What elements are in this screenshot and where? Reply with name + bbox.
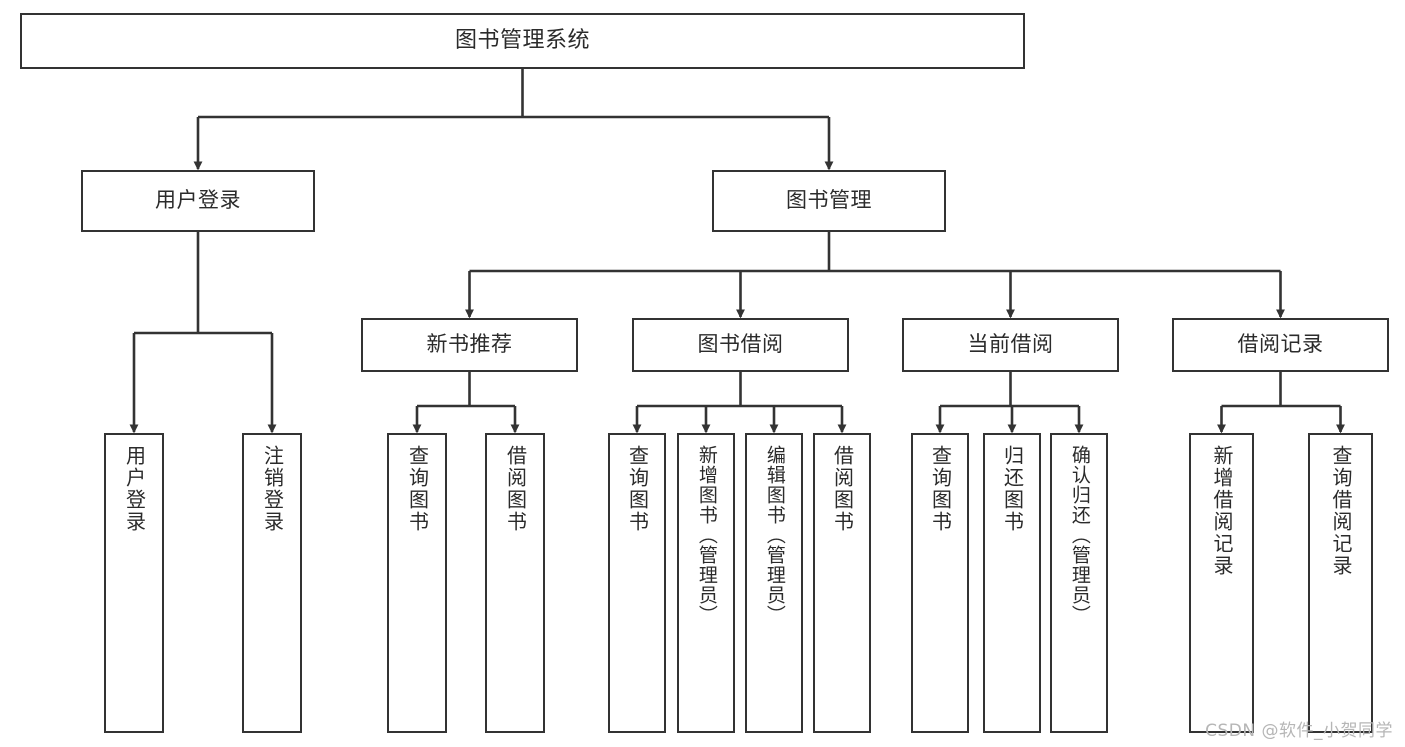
node-label: 查询图书 — [928, 445, 953, 533]
node-label: 查询图书 — [625, 445, 650, 533]
node-label: 图书管理系统 — [454, 27, 590, 53]
node-l3e1[interactable]: 新增借阅记录 — [1189, 433, 1254, 733]
node-label: 借阅记录 — [1237, 332, 1324, 357]
node-label: 当前借阅 — [967, 332, 1054, 357]
node-l1a[interactable]: 用户登录 — [81, 170, 315, 232]
node-label: 借阅图书 — [830, 445, 855, 533]
node-label: 编辑图书（管理员） — [763, 445, 786, 625]
node-label: 新增图书（管理员） — [695, 445, 718, 625]
node-l3a2[interactable]: 注销登录 — [242, 433, 302, 733]
node-l2b[interactable]: 图书借阅 — [632, 318, 849, 372]
node-root[interactable]: 图书管理系统 — [20, 13, 1025, 69]
node-l3a1[interactable]: 用户登录 — [104, 433, 164, 733]
node-label: 新增借阅记录 — [1210, 445, 1234, 577]
node-l3d2[interactable]: 归还图书 — [983, 433, 1041, 733]
node-l1b[interactable]: 图书管理 — [712, 170, 946, 232]
node-label: 注销登录 — [260, 445, 285, 533]
node-l3b2[interactable]: 借阅图书 — [485, 433, 545, 733]
node-l3b1[interactable]: 查询图书 — [387, 433, 447, 733]
watermark-label: CSDN @软件_小贺同学 — [1205, 721, 1393, 741]
node-l3c3[interactable]: 编辑图书（管理员） — [745, 433, 803, 733]
node-l3c2[interactable]: 新增图书（管理员） — [677, 433, 735, 733]
node-l3d1[interactable]: 查询图书 — [911, 433, 969, 733]
node-label: 归还图书 — [1000, 445, 1025, 533]
node-l2a[interactable]: 新书推荐 — [361, 318, 578, 372]
node-label: 借阅图书 — [503, 445, 528, 533]
node-label: 用户登录 — [122, 445, 147, 533]
node-l3c1[interactable]: 查询图书 — [608, 433, 666, 733]
node-label: 新书推荐 — [426, 332, 513, 357]
node-label: 图书管理 — [786, 188, 872, 213]
node-l2c[interactable]: 当前借阅 — [902, 318, 1119, 372]
node-l3e2[interactable]: 查询借阅记录 — [1308, 433, 1373, 733]
node-l3c4[interactable]: 借阅图书 — [813, 433, 871, 733]
node-label: 用户登录 — [155, 188, 241, 213]
node-l3d3[interactable]: 确认归还（管理员） — [1050, 433, 1108, 733]
node-label: 图书借阅 — [697, 332, 784, 357]
node-l2d[interactable]: 借阅记录 — [1172, 318, 1389, 372]
node-label: 查询图书 — [405, 445, 430, 533]
node-label: 查询借阅记录 — [1329, 445, 1353, 577]
node-label: 确认归还（管理员） — [1068, 445, 1091, 625]
